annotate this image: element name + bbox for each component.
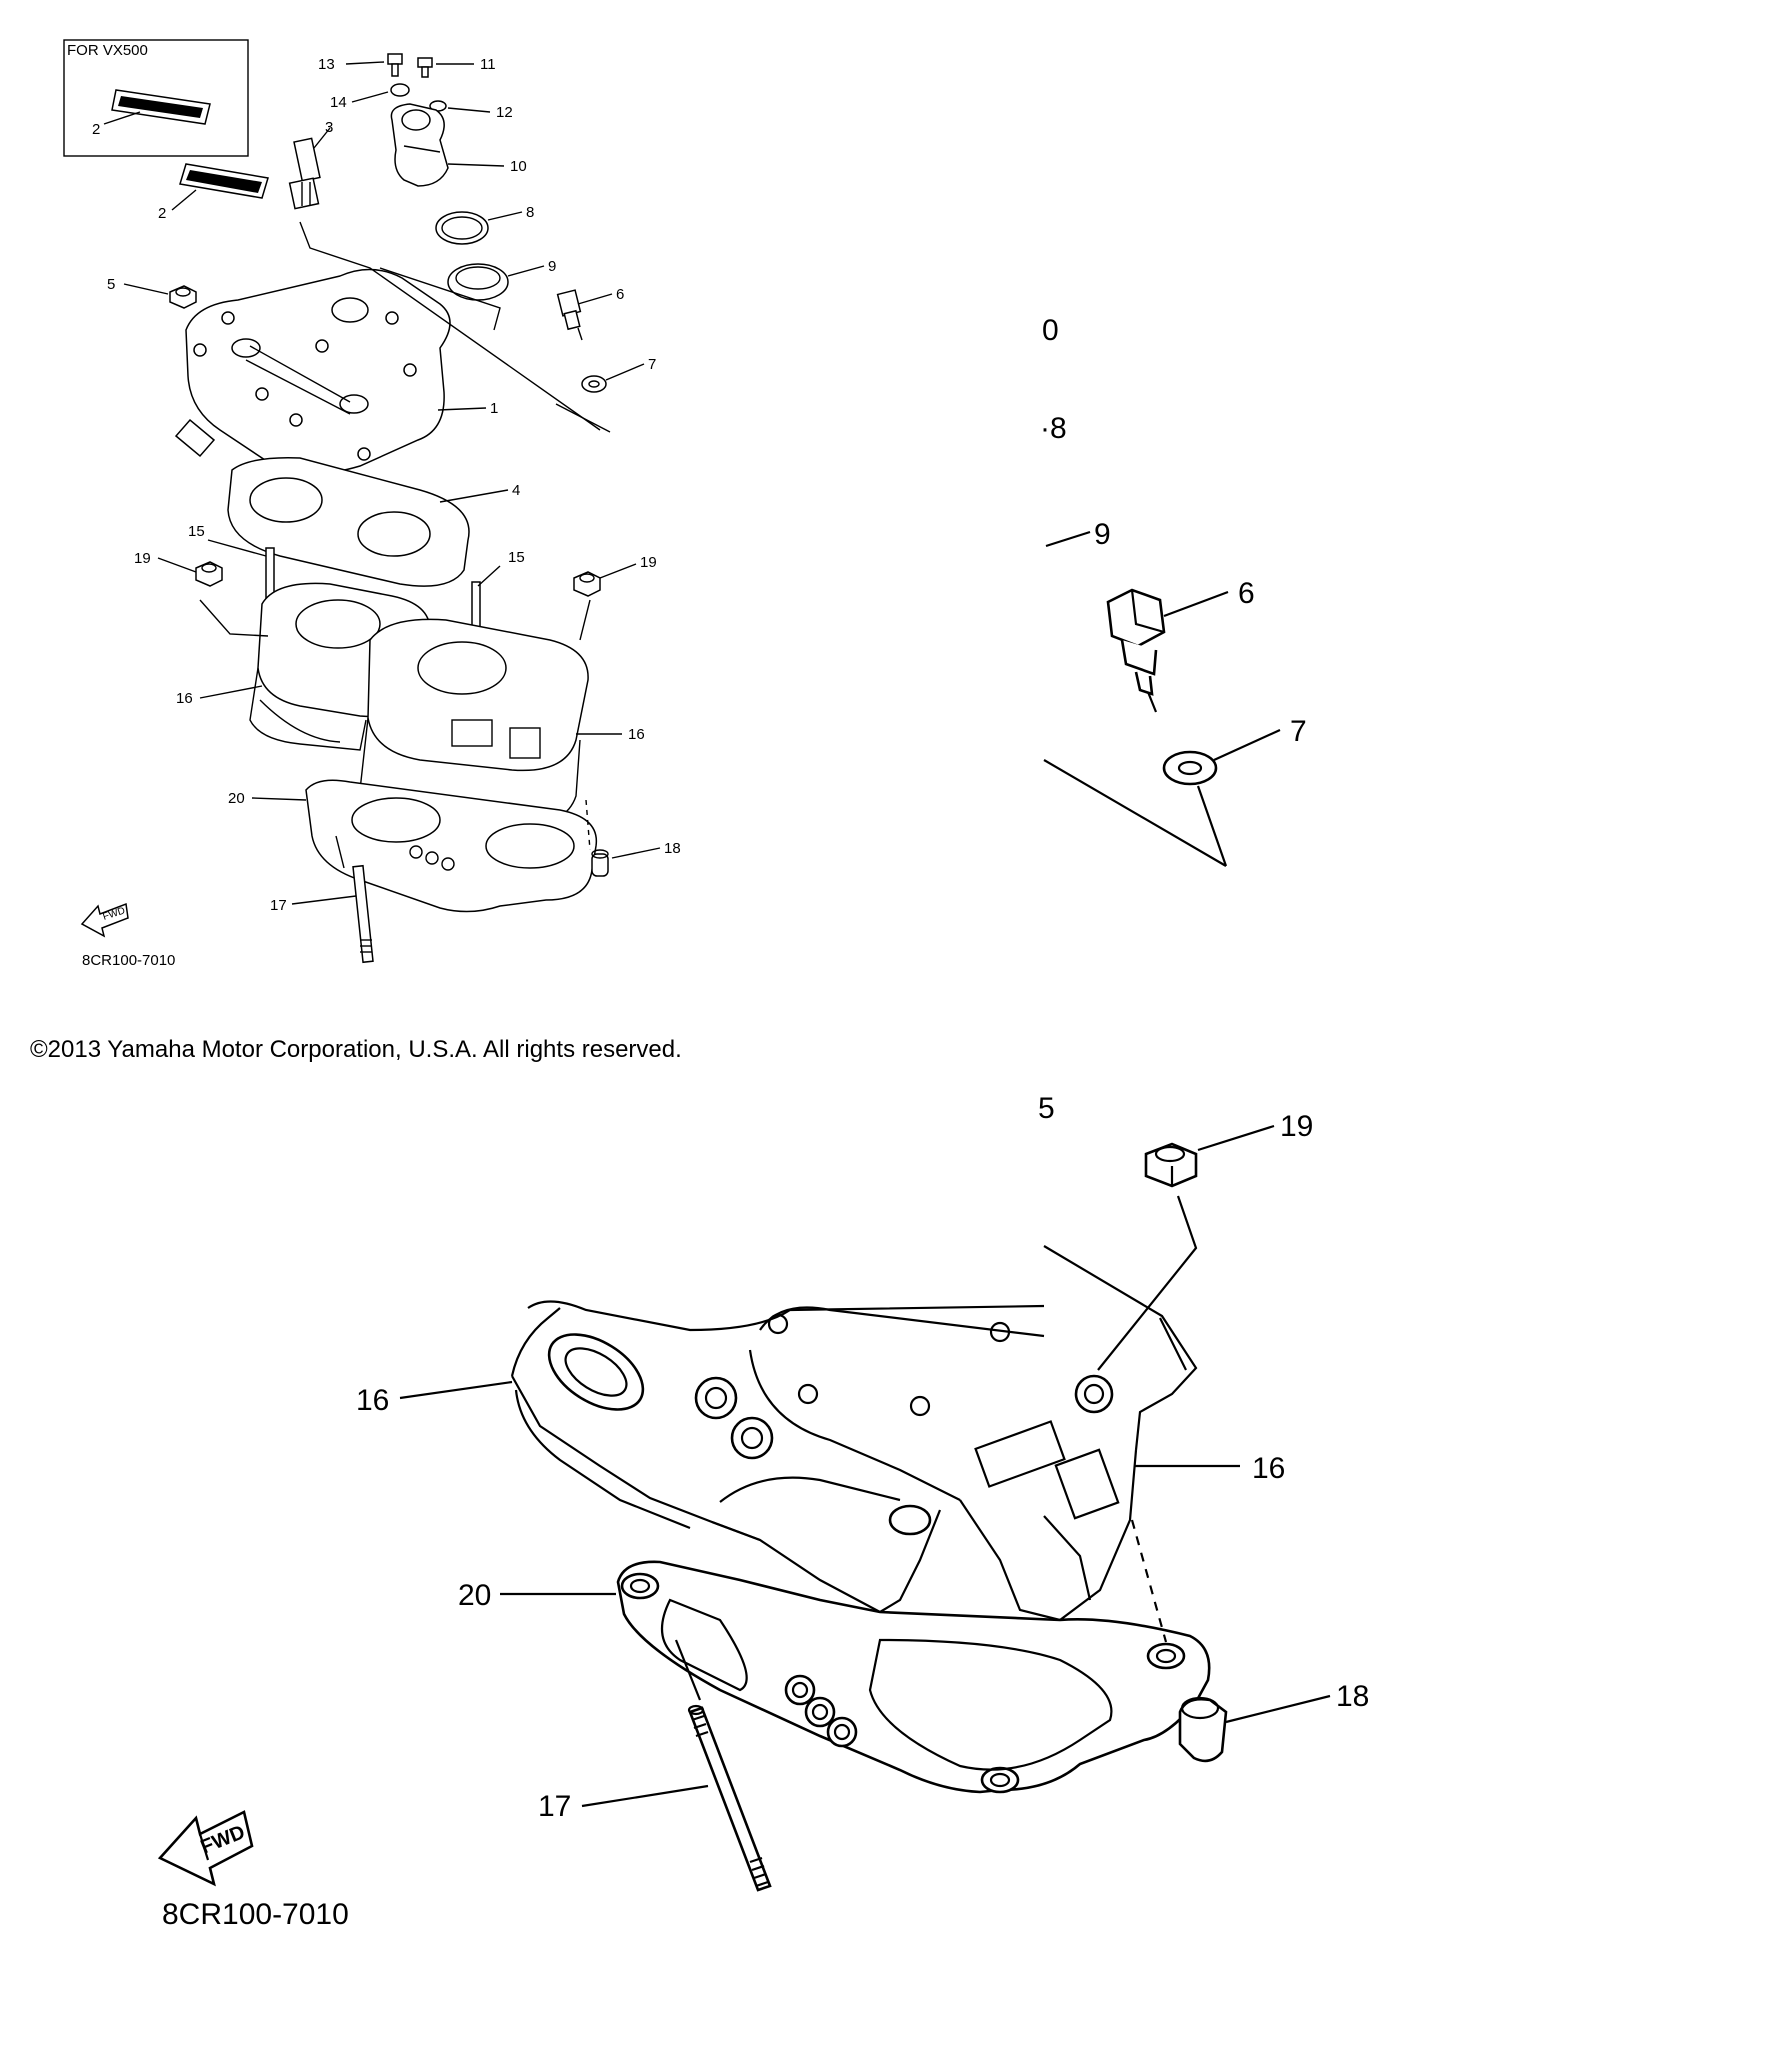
callout-9: 9 xyxy=(548,258,556,275)
nut-part-19-left xyxy=(195,561,223,587)
vx500-inset-box xyxy=(63,39,249,157)
callout-18: 18 xyxy=(664,840,681,857)
callout-4: 4 xyxy=(512,482,520,499)
callout-2-inset: 2 xyxy=(92,121,100,138)
nut-part-5 xyxy=(169,285,197,309)
nut-part-19-right xyxy=(573,571,601,597)
zoom-cylinder-block xyxy=(510,1245,1198,1622)
temperature-sensor-part-6 xyxy=(556,289,583,341)
bolt-part-13 xyxy=(387,53,403,77)
emblem-decal-part-2 xyxy=(179,163,269,199)
zoom-base-gasket xyxy=(616,1560,1211,1794)
callout-11: 11 xyxy=(480,56,496,73)
inset-emblem-decal xyxy=(111,89,211,125)
callout-17: 17 xyxy=(270,897,287,914)
main-exploded-view: FWD 13 11 14 12 10 3 8 9 6 7 5 1 2 2 xyxy=(63,39,681,964)
callout-3: 3 xyxy=(325,119,333,136)
callout-16-right: 16 xyxy=(628,726,645,743)
zoom-view-cylinder: 5 19 xyxy=(157,1092,1369,1892)
zoom-view-sensor: 0 ·8 9 6 7 xyxy=(1040,314,1307,867)
zoom-callout-6: 6 xyxy=(1238,577,1255,610)
cylinder-head-part-1 xyxy=(174,268,451,475)
fwd-arrow-icon-small: FWD xyxy=(80,902,129,938)
zoom-callout-8: ·8 xyxy=(1040,412,1067,445)
callout-8: 8 xyxy=(526,204,534,221)
callout-16-left: 16 xyxy=(176,690,193,707)
zoom-stud xyxy=(687,1704,772,1892)
cylinder-part-16 xyxy=(249,582,589,827)
fwd-arrow-icon-large: FWD xyxy=(157,1810,254,1887)
callout-15-right: 15 xyxy=(508,549,525,566)
spark-plug-part-3 xyxy=(288,137,321,210)
callout-6: 6 xyxy=(616,286,624,303)
zoom-callout-18: 18 xyxy=(1336,1680,1369,1713)
zoom-callout-17: 17 xyxy=(538,1790,571,1823)
dowel-pin-part-18 xyxy=(591,849,609,877)
zoom-callout-7: 7 xyxy=(1290,715,1307,748)
callout-1: 1 xyxy=(490,400,498,417)
callout-12: 12 xyxy=(496,104,513,121)
zoom-nut-19 xyxy=(1144,1142,1198,1188)
thermostat-cover-part-10 xyxy=(390,103,449,187)
callout-2: 2 xyxy=(158,205,166,222)
bolt-part-11 xyxy=(417,57,433,78)
callout-20: 20 xyxy=(228,790,245,807)
inset-title: FOR VX500 xyxy=(67,42,148,59)
zoom-temperature-sensor xyxy=(1106,588,1166,713)
copyright-notice: ©2013 Yamaha Motor Corporation, U.S.A. A… xyxy=(30,1036,682,1063)
diagram-code-large: 8CR100-7010 xyxy=(162,1898,349,1931)
callout-15-left: 15 xyxy=(188,523,205,540)
head-gasket-part-4 xyxy=(227,457,470,587)
stud-part-17 xyxy=(352,864,374,964)
thermostat-part-9 xyxy=(447,263,509,301)
zoom-callout-16-left: 16 xyxy=(356,1384,389,1417)
callout-7: 7 xyxy=(648,356,656,373)
zoom-callout-19: 19 xyxy=(1280,1110,1313,1143)
washer-part-14 xyxy=(390,83,410,97)
zoom-callout-15: 5 xyxy=(1038,1092,1055,1125)
zoom-callout-10: 0 xyxy=(1042,314,1059,347)
callout-14: 14 xyxy=(330,94,347,111)
zoom-washer xyxy=(1162,750,1218,786)
zoom-callout-9: 9 xyxy=(1094,518,1111,551)
washer-part-7 xyxy=(581,375,607,393)
callout-19-right: 19 xyxy=(640,554,657,571)
callout-13: 13 xyxy=(318,56,335,73)
zoom-callout-16-right: 16 xyxy=(1252,1452,1285,1485)
zoom-dowel-pin xyxy=(1178,1696,1228,1763)
base-gasket-part-20 xyxy=(305,779,598,913)
callout-5: 5 xyxy=(107,276,115,293)
callout-19-left: 19 xyxy=(134,550,151,567)
diagram-code-small: 8CR100-7010 xyxy=(82,952,176,969)
callout-10: 10 xyxy=(510,158,527,175)
zoom-callout-20: 20 xyxy=(458,1579,491,1612)
